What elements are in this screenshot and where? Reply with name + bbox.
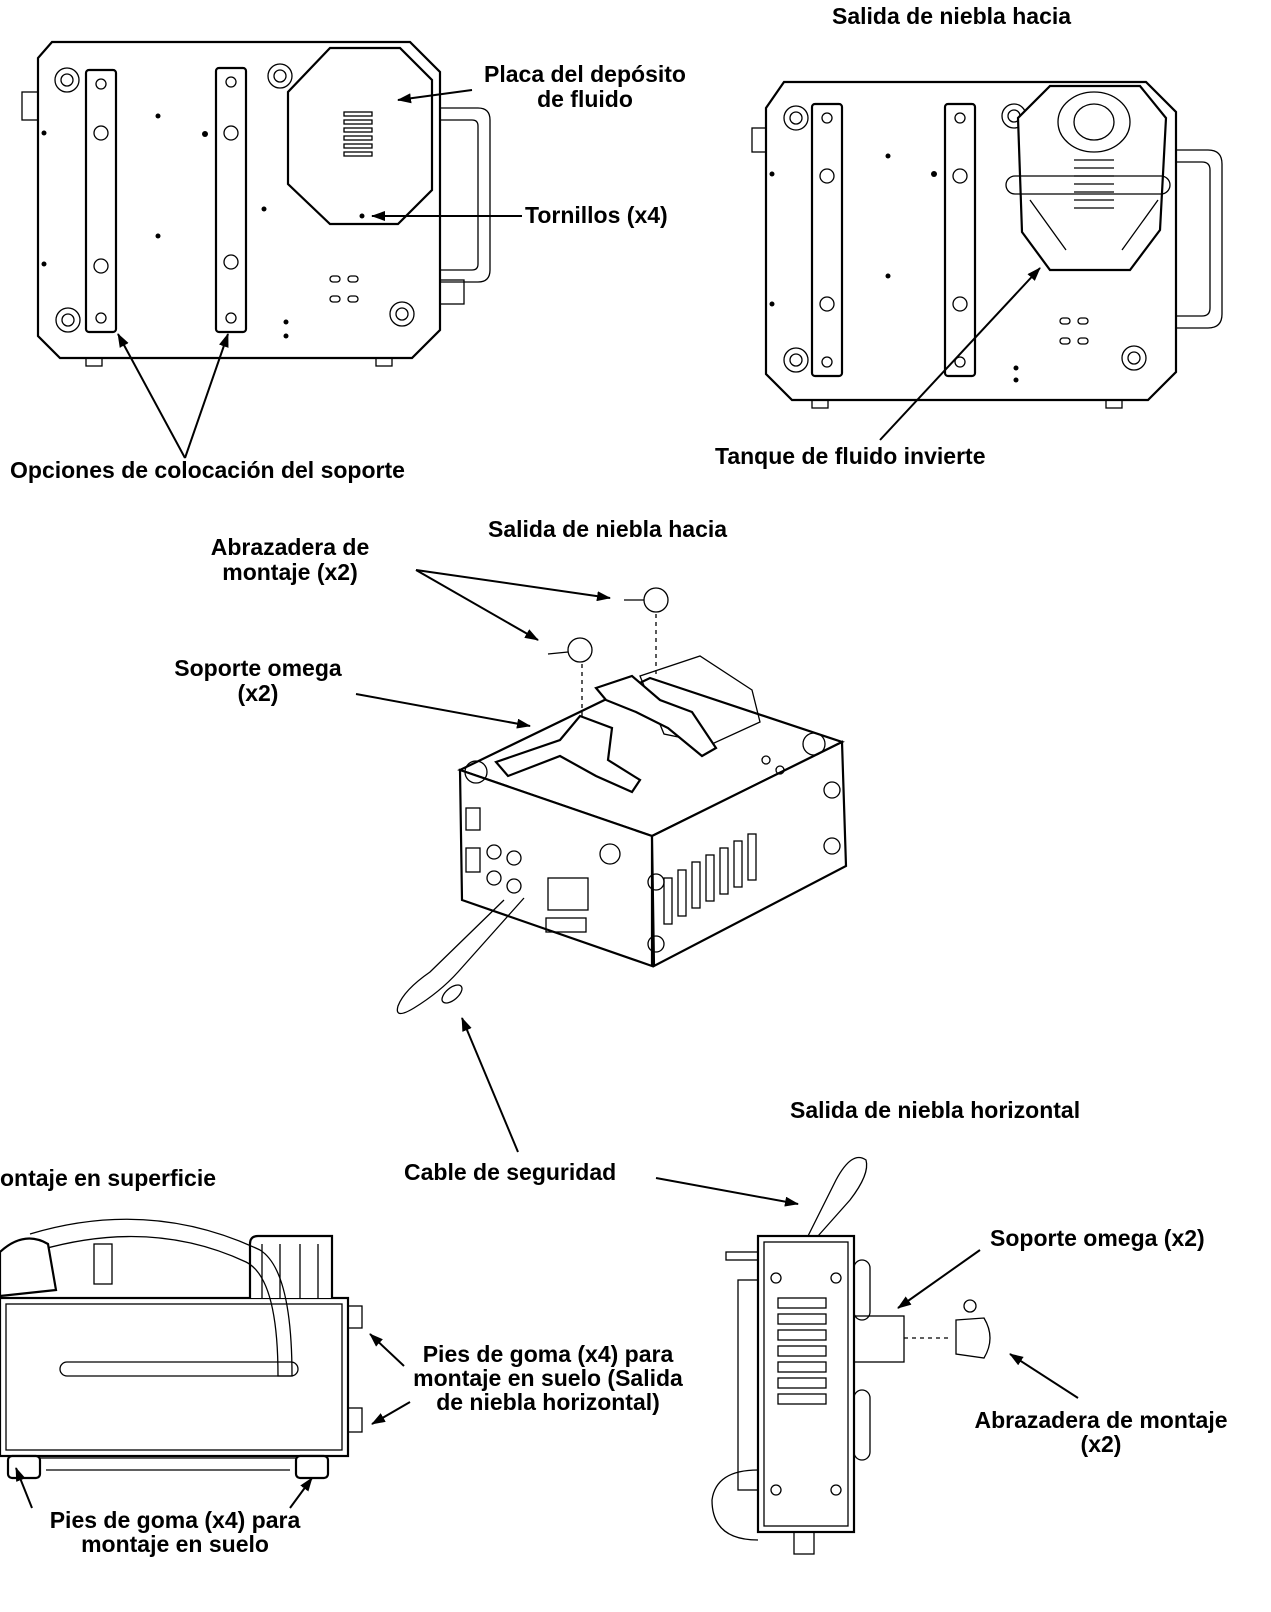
top-right-unit (751, 80, 1223, 409)
label-screws: Tornillos (x4) (525, 202, 668, 228)
label-mount-clamp-side-1: Abrazadera de montaje (974, 1407, 1228, 1433)
label-feet-floor-1: Pies de goma (x4) para (49, 1507, 301, 1533)
label-fluid-plate-1: Placa del depósito (484, 61, 686, 87)
label-mount-clamp-side-2: (x2) (1080, 1431, 1122, 1457)
label-bottom-left-heading: ontaje en superficie (0, 1165, 217, 1191)
label-feet-horizontal-2: montaje en suelo (Salida (413, 1365, 683, 1391)
label-feet-horizontal-1: Pies de goma (x4) para (422, 1341, 674, 1367)
label-bracket-options: Opciones de colocación del soporte (10, 457, 405, 483)
top-left-unit (21, 40, 491, 367)
label-feet-floor-2: montaje en suelo (81, 1531, 269, 1557)
label-mount-clamp-1: Abrazadera de (210, 534, 370, 560)
label-bottom-right-heading: Salida de niebla horizontal (790, 1097, 1081, 1123)
label-tank-inverted: Tanque de fluido invierte (715, 443, 986, 469)
bottom-right-unit (711, 1156, 991, 1555)
label-safety-cable: Cable de seguridad (404, 1159, 617, 1185)
label-omega-bracket-side: Soporte omega (x2) (990, 1225, 1205, 1251)
bottom-left-unit (0, 1218, 363, 1480)
label-middle-heading: Salida de niebla hacia (488, 516, 728, 542)
label-omega-bracket-2: (x2) (237, 680, 279, 706)
label-mount-clamp-2: montaje (x2) (222, 559, 358, 585)
label-feet-horizontal-3: de niebla horizontal) (436, 1389, 660, 1415)
label-fluid-plate-2: de fluido (537, 86, 633, 112)
middle-unit (396, 587, 848, 1015)
label-top-right-heading: Salida de niebla hacia (832, 3, 1072, 29)
label-omega-bracket-1: Soporte omega (174, 655, 342, 681)
